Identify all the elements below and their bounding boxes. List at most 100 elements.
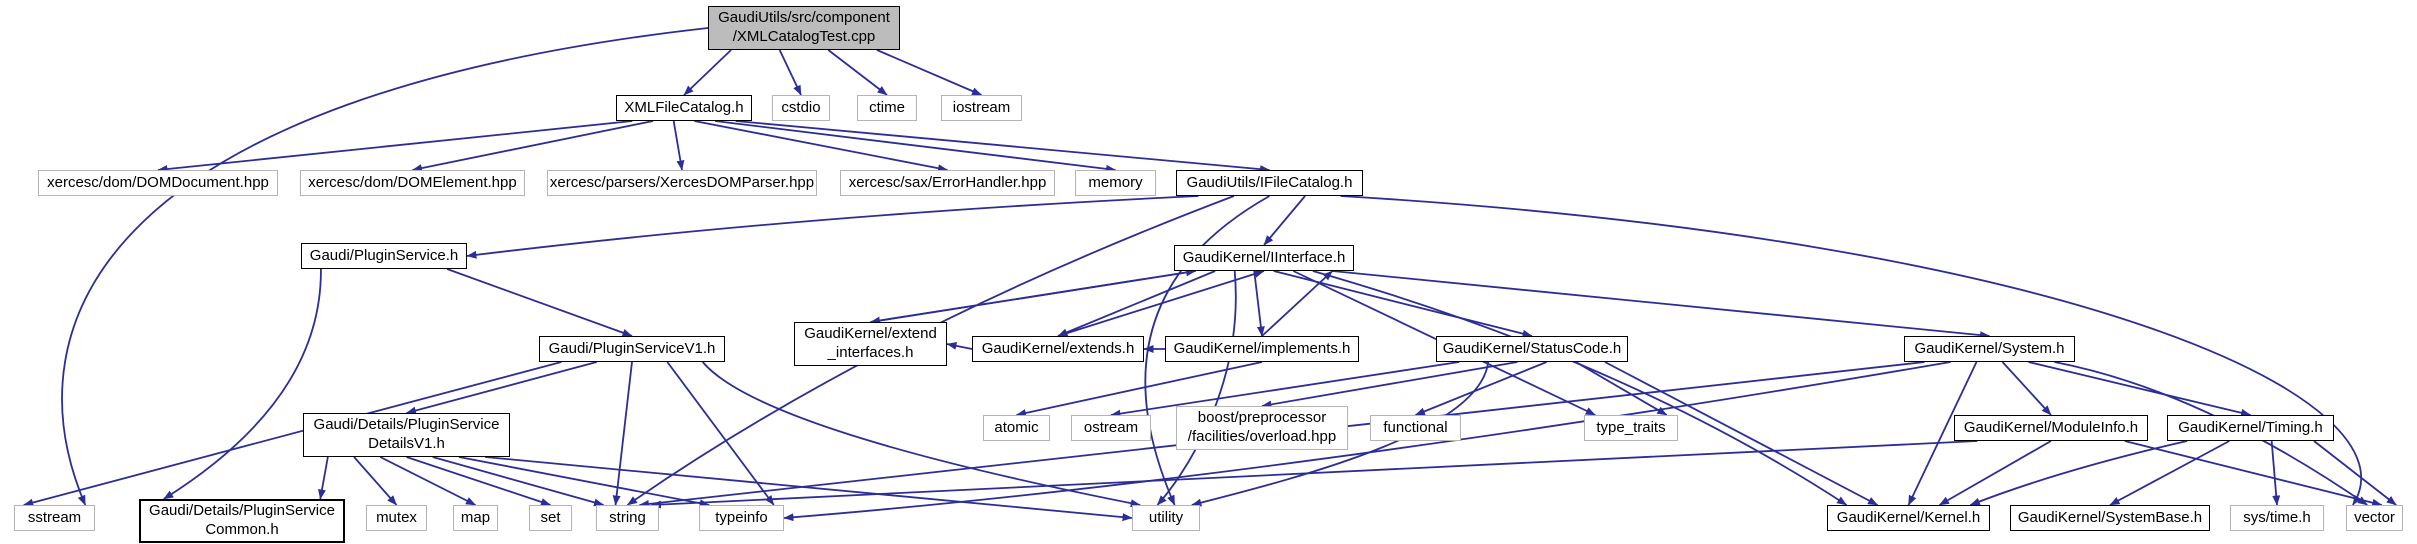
node-system[interactable]: GaudiKernel/System.h (1904, 336, 2075, 362)
edge-main-cstdio (778, 49, 802, 96)
node-label: memory (1088, 173, 1143, 191)
node-label: typeinfo (715, 508, 768, 526)
edge-ifilecatalog-pluginservice (466, 195, 1199, 259)
node-vector: vector (2346, 505, 2403, 531)
node-label: atomic (994, 418, 1039, 436)
node-pluginservice[interactable]: Gaudi/PluginService.h (301, 243, 467, 269)
node-label: sys/time.h (2243, 508, 2311, 526)
edge-iinterface-extends (1057, 270, 1216, 337)
node-label: DetailsV1.h (368, 435, 445, 452)
edge-xmlfilecatalog-ifilecatalog (735, 120, 1270, 174)
node-label: /XMLCatalogTest.cpp (732, 28, 876, 45)
node-xercesparser: xercesc/parsers/XercesDOMParser.hpp (547, 170, 817, 196)
node-label: utility (1148, 508, 1184, 526)
node-set: set (529, 505, 572, 531)
edge-implements-atomic (1016, 361, 1263, 417)
node-label: _interfaces.h (827, 344, 914, 361)
edge-extendinterfaces-iinterface (870, 268, 1197, 323)
node-kernel[interactable]: GaudiKernel/Kernel.h (1827, 505, 1990, 531)
node-cstdio: cstdio (772, 95, 830, 121)
edge-detailsv1-string (432, 456, 605, 507)
edge-xmlfilecatalog-memory (714, 120, 1116, 173)
edge-pluginservicev1-string (612, 361, 633, 506)
node-label: Gaudi/Details/PluginService (313, 416, 500, 434)
node-label: GaudiKernel/SystemBase.h (2017, 508, 2203, 526)
edge-statuscode-kernel (1604, 361, 1878, 506)
node-label: string (609, 508, 646, 526)
edge-pluginservicev1-detailsv1 (406, 361, 597, 415)
node-memory: memory (1075, 170, 1156, 196)
node-label: cstdio (781, 98, 821, 116)
node-label: GaudiKernel/Timing.h (2178, 418, 2323, 436)
node-extendinterfaces[interactable]: GaudiKernel/extend_interfaces.h (794, 322, 947, 366)
edge-system-moduleinfo (2001, 361, 2052, 416)
node-label: mutex (376, 508, 417, 526)
node-iinterface[interactable]: GaudiKernel/IInterface.h (1174, 245, 1354, 271)
node-moduleinfo[interactable]: GaudiKernel/ModuleInfo.h (1954, 415, 2148, 441)
edge-pluginservicev1-utility (701, 361, 1141, 508)
node-label: GaudiKernel/extend (804, 325, 937, 343)
node-pluginservicev1[interactable]: Gaudi/PluginServiceV1.h (539, 336, 725, 362)
edge-extends-extendinterfaces (946, 341, 973, 350)
edge-detailsv1-common (318, 456, 329, 500)
edge-iinterface-utility (1156, 270, 1237, 506)
node-label: /facilities/overload.hpp (1187, 428, 1337, 445)
edge-ifilecatalog-vector (1340, 195, 2363, 506)
edge-main-ctime (827, 49, 888, 96)
node-label: XMLFileCatalog.h (624, 98, 744, 116)
node-typeinfo: typeinfo (699, 505, 784, 531)
node-mutex: mutex (366, 505, 427, 531)
edge-xmlfilecatalog-domdocument (157, 120, 633, 174)
node-label: GaudiKernel/System.h (1914, 339, 2065, 357)
node-label: vector (2354, 508, 2395, 526)
edge-moduleinfo-string (650, 440, 1978, 509)
node-label: Common.h (205, 521, 279, 538)
edge-moduleinfo-kernel (1939, 440, 2052, 506)
node-systembase[interactable]: GaudiKernel/SystemBase.h (2010, 505, 2210, 531)
node-label: xercesc/parsers/XercesDOMParser.hpp (549, 173, 815, 191)
edge-ifilecatalog-iinterface (1263, 195, 1306, 246)
node-domdocument: xercesc/dom/DOMDocument.hpp (38, 170, 278, 196)
edge-xmlfilecatalog-errorhandler (694, 120, 948, 173)
node-ifilecatalog[interactable]: GaudiUtils/IFileCatalog.h (1176, 170, 1363, 196)
node-label: GaudiKernel/StatusCode.h (1442, 339, 1622, 357)
edge-main-sstream (61, 27, 709, 506)
edge-system-typeinfo (783, 361, 1951, 522)
edge-main-xmlfilecatalog (683, 49, 732, 96)
edge-detailsv1-set (406, 456, 551, 506)
node-domelement: xercesc/dom/DOMElement.hpp (300, 170, 525, 196)
node-ctime: ctime (857, 95, 917, 121)
edge-detailsv1-utility (485, 456, 1133, 522)
edge-system-vector (2054, 361, 2368, 506)
node-label: GaudiKernel/implements.h (1173, 339, 1351, 357)
node-extends[interactable]: GaudiKernel/extends.h (972, 336, 1144, 362)
node-label: type_traits (1596, 418, 1666, 436)
node-label: xercesc/dom/DOMDocument.hpp (47, 173, 269, 191)
node-label: ctime (869, 98, 905, 116)
edge-pluginservice-pluginservicev1 (446, 268, 633, 337)
node-label: functional (1383, 418, 1448, 436)
node-label: map (460, 508, 491, 526)
edge-extends-iinterface (1057, 270, 1265, 337)
node-boostoverload: boost/preprocessor/facilities/overload.h… (1176, 406, 1348, 450)
node-label: xercesc/sax/ErrorHandler.hpp (848, 173, 1047, 191)
node-timing[interactable]: GaudiKernel/Timing.h (2167, 415, 2334, 441)
node-label: GaudiUtils/IFileCatalog.h (1186, 173, 1353, 191)
edge-statuscode-utility (1191, 361, 1490, 507)
edge-iinterface-system (1332, 270, 1990, 340)
edge-pluginservicev1-sstream (23, 361, 562, 507)
node-label: boost/preprocessor (1197, 409, 1327, 427)
edge-implements-iinterface (1261, 270, 1334, 337)
edge-system-kernel (1907, 361, 1978, 506)
node-statuscode[interactable]: GaudiKernel/StatusCode.h (1436, 336, 1628, 362)
node-functional: functional (1370, 415, 1461, 441)
edge-statuscode-functional (1415, 361, 1547, 416)
edge-detailsv1-mutex (353, 456, 398, 506)
node-implements[interactable]: GaudiKernel/implements.h (1165, 336, 1359, 362)
node-label: Gaudi/PluginService.h (309, 246, 459, 264)
node-xmlfilecatalog[interactable]: XMLFileCatalog.h (616, 95, 752, 121)
